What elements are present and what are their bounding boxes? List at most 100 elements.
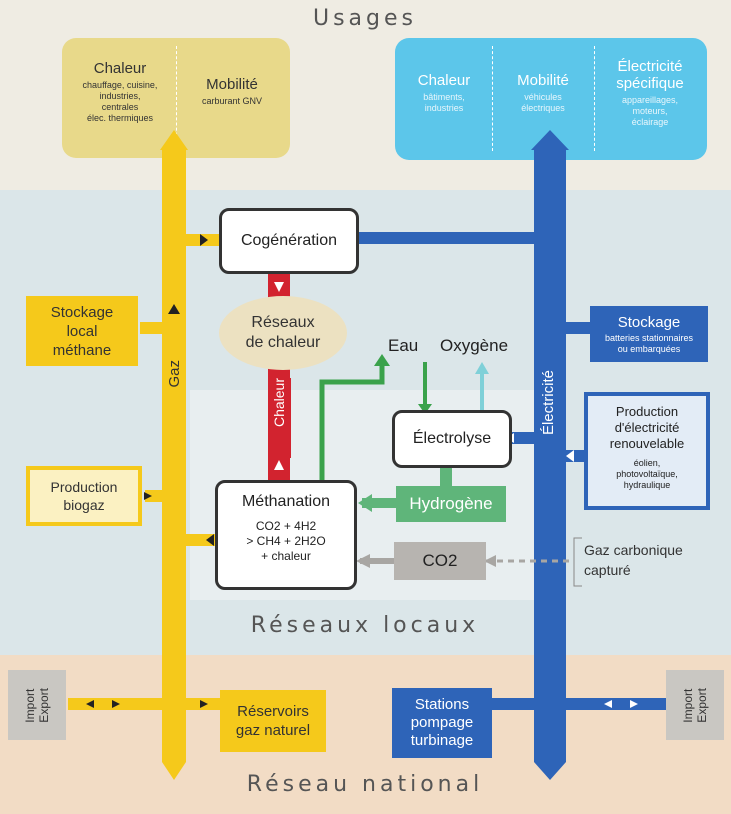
biogas-line2: biogaz [63, 497, 105, 513]
gas-usage-detail-line: chauffage, cuisine, [82, 80, 158, 90]
gas-to-storage [140, 322, 162, 334]
co2-node: CO2 [394, 542, 486, 580]
methane-storage-line3: méthane [52, 341, 112, 359]
electric-usage-detail: appareillages,moteurs,éclairage [596, 95, 704, 128]
bracket [573, 537, 582, 587]
renewable-sub-line2: photovoltaïque, [616, 469, 678, 479]
electric-usage-detail-line: industries [424, 103, 464, 113]
pumped-storage-box: Stations pompage turbinage [392, 688, 492, 758]
electric-usage-detail-line: bâtiments, [423, 92, 465, 102]
battery-storage-title: Stockage [617, 313, 681, 331]
methanation-eq-line3: + chaleur [261, 549, 311, 563]
arrowhead [604, 700, 612, 708]
renewable-title: Production d'électricité renouvelable [588, 404, 706, 452]
divider [594, 46, 595, 151]
pumped-storage-line2: pompage [410, 714, 474, 731]
renewable-sub-line3: hydraulique [623, 480, 671, 490]
hydrogen-to-methanation [362, 498, 398, 508]
electricity-network-label: Électricité [540, 370, 557, 436]
gas-usage-detail-line: élec. thermiques [86, 113, 154, 123]
methanation-eq-line2: > CH4 + 2H2O [246, 534, 326, 548]
arrowhead [484, 555, 496, 567]
arrowhead [418, 404, 432, 414]
arrowhead [358, 494, 372, 512]
heat-network-bar [269, 378, 291, 458]
renewable-inner: Production d'électricité renouvelable éo… [588, 396, 706, 506]
arrowhead [200, 234, 208, 246]
national-network-band [0, 655, 731, 814]
electrolysis-to-hydrogen [440, 466, 452, 486]
gas-usage-title: Chaleur [93, 60, 147, 77]
gas-import-export-box: Import Export [8, 670, 66, 740]
heat-network-label: Chaleur [271, 378, 287, 428]
gas-from-biogas [145, 490, 162, 502]
methane-storage-box: Stockage local méthane [26, 296, 138, 366]
biogas-line1: Production [50, 479, 118, 495]
usages-title: Usages [312, 6, 417, 31]
captured-co2-line2: capturé [584, 562, 631, 578]
arrowhead [168, 304, 180, 314]
arrowhead [274, 282, 284, 292]
methanation-equation: CO2 + 4H2 > CH4 + 2H2O + chaleur [218, 519, 354, 564]
biogas-inner: Production biogaz [30, 470, 138, 522]
hydrogen-node: Hydrogène [396, 486, 506, 522]
gas-usage-detail-line: industries, [99, 91, 141, 101]
arrowhead [630, 700, 638, 708]
water-flow [319, 362, 385, 480]
arrowhead [356, 554, 370, 568]
arrowhead [374, 354, 390, 366]
battery-storage-sub1: batteries stationnaires [604, 332, 694, 343]
gas-import-label: Import [23, 688, 37, 723]
electricity-to-pumping [490, 698, 534, 710]
electric-usage-detail-line: électriques [521, 103, 565, 113]
gas-usage-1: Mobilité carburant GNV [180, 76, 284, 107]
electric-usage-detail: bâtiments,industries [398, 92, 490, 114]
arrowhead [206, 534, 214, 546]
renewable-production-box: Production d'électricité renouvelable éo… [584, 392, 710, 510]
captured-co2-label: Gaz carbonique capturé [584, 540, 683, 580]
electric-import-label: Import [681, 688, 695, 723]
electricity-to-storage [566, 322, 596, 334]
captured-co2-line1: Gaz carbonique [584, 542, 683, 558]
gas-usage-detail: carburant GNV [180, 96, 284, 107]
arrowhead [112, 700, 120, 708]
electric-import-export-box: Import Export [666, 670, 724, 740]
arrowhead [566, 450, 574, 462]
co2-to-methanation [360, 558, 394, 564]
battery-storage-box: Stockage batteries stationnaires ou emba… [590, 306, 708, 362]
gas-network-arrow [160, 130, 188, 780]
electric-usage-detail-line: moteurs, [632, 106, 668, 116]
renewable-sub-line1: éolien, [633, 458, 661, 468]
methanation-eq-line1: CO2 + 4H2 [255, 519, 317, 533]
electricity-network-arrow [531, 130, 569, 780]
heat-networks-label-line1: Réseaux [251, 314, 315, 331]
natural-gas-reservoirs-box: Réservoirs gaz naturel [220, 690, 326, 752]
renewable-sub: éolien, photovoltaïque, hydraulique [588, 458, 706, 491]
gas-usage-detail-line: carburant GNV [201, 96, 263, 106]
cogeneration-node: Cogénération [219, 208, 359, 274]
gas-network-label: Gaz [166, 360, 183, 388]
arrowhead [200, 700, 208, 708]
pumped-storage-line1: Stations [414, 696, 470, 713]
electrolysis-node: Électrolyse [392, 410, 512, 468]
divider [176, 46, 177, 151]
methane-storage-line1: Stockage [50, 303, 114, 321]
gas-export-label: Export [37, 687, 51, 723]
arrowhead [274, 460, 284, 470]
renewable-title-line3: renouvelable [609, 436, 685, 451]
gas-usage-title: Mobilité [206, 76, 258, 93]
cogeneration-to-electricity [356, 232, 534, 244]
water-label: Eau [388, 336, 419, 355]
electric-usage-detail-line: éclairage [631, 117, 669, 127]
methanation-node: Méthanation CO2 + 4H2 > CH4 + 2H2O + cha… [215, 480, 357, 590]
renewable-title-line1: Production [615, 404, 679, 419]
heat-networks-node: Réseaux de chaleur [219, 296, 347, 370]
oxygen-label: Oxygène [440, 336, 509, 355]
methanation-title: Méthanation [241, 493, 331, 510]
heat-networks-label-line2: de chaleur [245, 334, 321, 351]
